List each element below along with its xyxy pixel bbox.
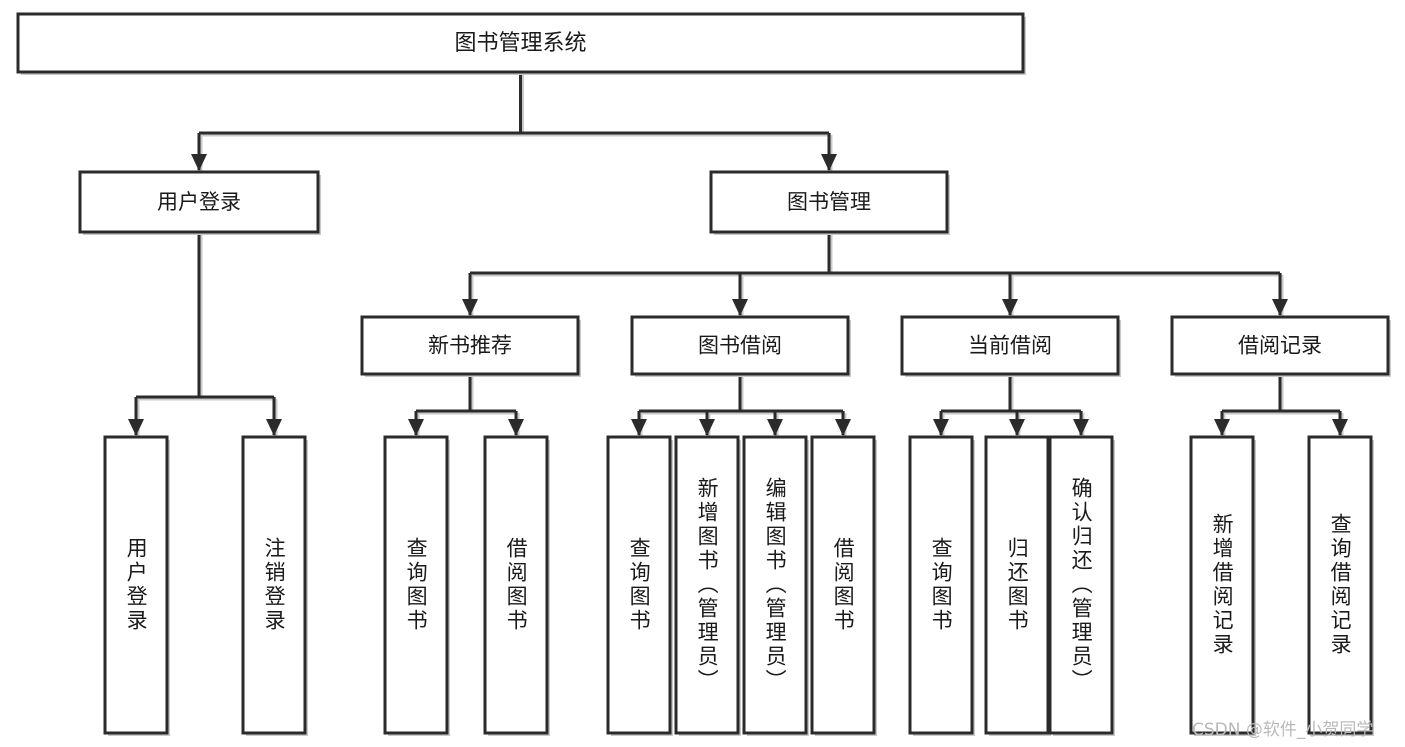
- node-box-root[interactable]: [16, 12, 1025, 74]
- node-box-leaf-query-book-2[interactable]: [606, 435, 672, 735]
- arrow-head-icon: [767, 419, 783, 436]
- node-label-borrow-record: 借阅记录: [1238, 334, 1322, 358]
- node-box-leaf-return-book[interactable]: [984, 435, 1050, 735]
- node-box-leaf-add-record[interactable]: [1189, 435, 1255, 735]
- watermark-text: CSDN @软件_小贺同学: [1192, 720, 1374, 740]
- arrow-head-icon: [508, 419, 524, 436]
- node-box-leaf-add-book[interactable]: [674, 435, 740, 735]
- node-box-leaf-query-record[interactable]: [1307, 435, 1373, 735]
- node-box-leaf-edit-book[interactable]: [742, 435, 808, 735]
- node-label-book-borrow: 图书借阅: [698, 334, 782, 358]
- connector-layer: [128, 72, 1348, 437]
- node-box-leaf-query-book-3[interactable]: [908, 435, 974, 735]
- arrow-head-icon: [266, 419, 282, 436]
- node-box-leaf-query-book-1[interactable]: [383, 435, 449, 735]
- arrow-head-icon: [835, 419, 851, 436]
- arrow-head-icon: [1272, 299, 1288, 316]
- node-box-leaf-user-login[interactable]: [103, 435, 169, 735]
- node-box-book-manage[interactable]: [709, 170, 949, 234]
- arrow-head-icon: [732, 299, 748, 316]
- node-label-root: 图书管理系统: [454, 31, 586, 56]
- node-box-leaf-confirm-return[interactable]: [1048, 435, 1114, 735]
- node-box-leaf-borrow-book-1[interactable]: [483, 435, 549, 735]
- arrow-head-icon: [1009, 419, 1025, 436]
- node-box-book-borrow[interactable]: [630, 315, 850, 376]
- arrow-head-icon: [1214, 419, 1230, 436]
- node-label-user-login: 用户登录: [157, 190, 241, 214]
- node-box-new-book-recommend[interactable]: [360, 315, 580, 376]
- arrow-head-icon: [699, 419, 715, 436]
- node-label-new-book-recommend: 新书推荐: [428, 334, 512, 358]
- arrow-head-icon: [821, 154, 837, 171]
- arrow-head-icon: [191, 154, 207, 171]
- arrow-head-icon: [408, 419, 424, 436]
- node-box-current-borrow[interactable]: [900, 315, 1120, 376]
- arrow-head-icon: [128, 419, 144, 436]
- node-label-current-borrow: 当前借阅: [968, 334, 1052, 358]
- node-box-leaf-borrow-book-2[interactable]: [810, 435, 876, 735]
- node-label-book-manage: 图书管理: [787, 190, 871, 214]
- arrow-head-icon: [1002, 299, 1018, 316]
- node-box-borrow-record[interactable]: [1170, 315, 1390, 376]
- arrow-head-icon: [933, 419, 949, 436]
- arrow-head-icon: [462, 299, 478, 316]
- node-box-leaf-logout-login[interactable]: [241, 435, 307, 735]
- node-box-user-login[interactable]: [78, 170, 320, 234]
- node-layer: [16, 12, 1391, 736]
- arrow-head-icon: [631, 419, 647, 436]
- arrow-head-icon: [1073, 419, 1089, 436]
- arrow-head-icon: [1332, 419, 1348, 436]
